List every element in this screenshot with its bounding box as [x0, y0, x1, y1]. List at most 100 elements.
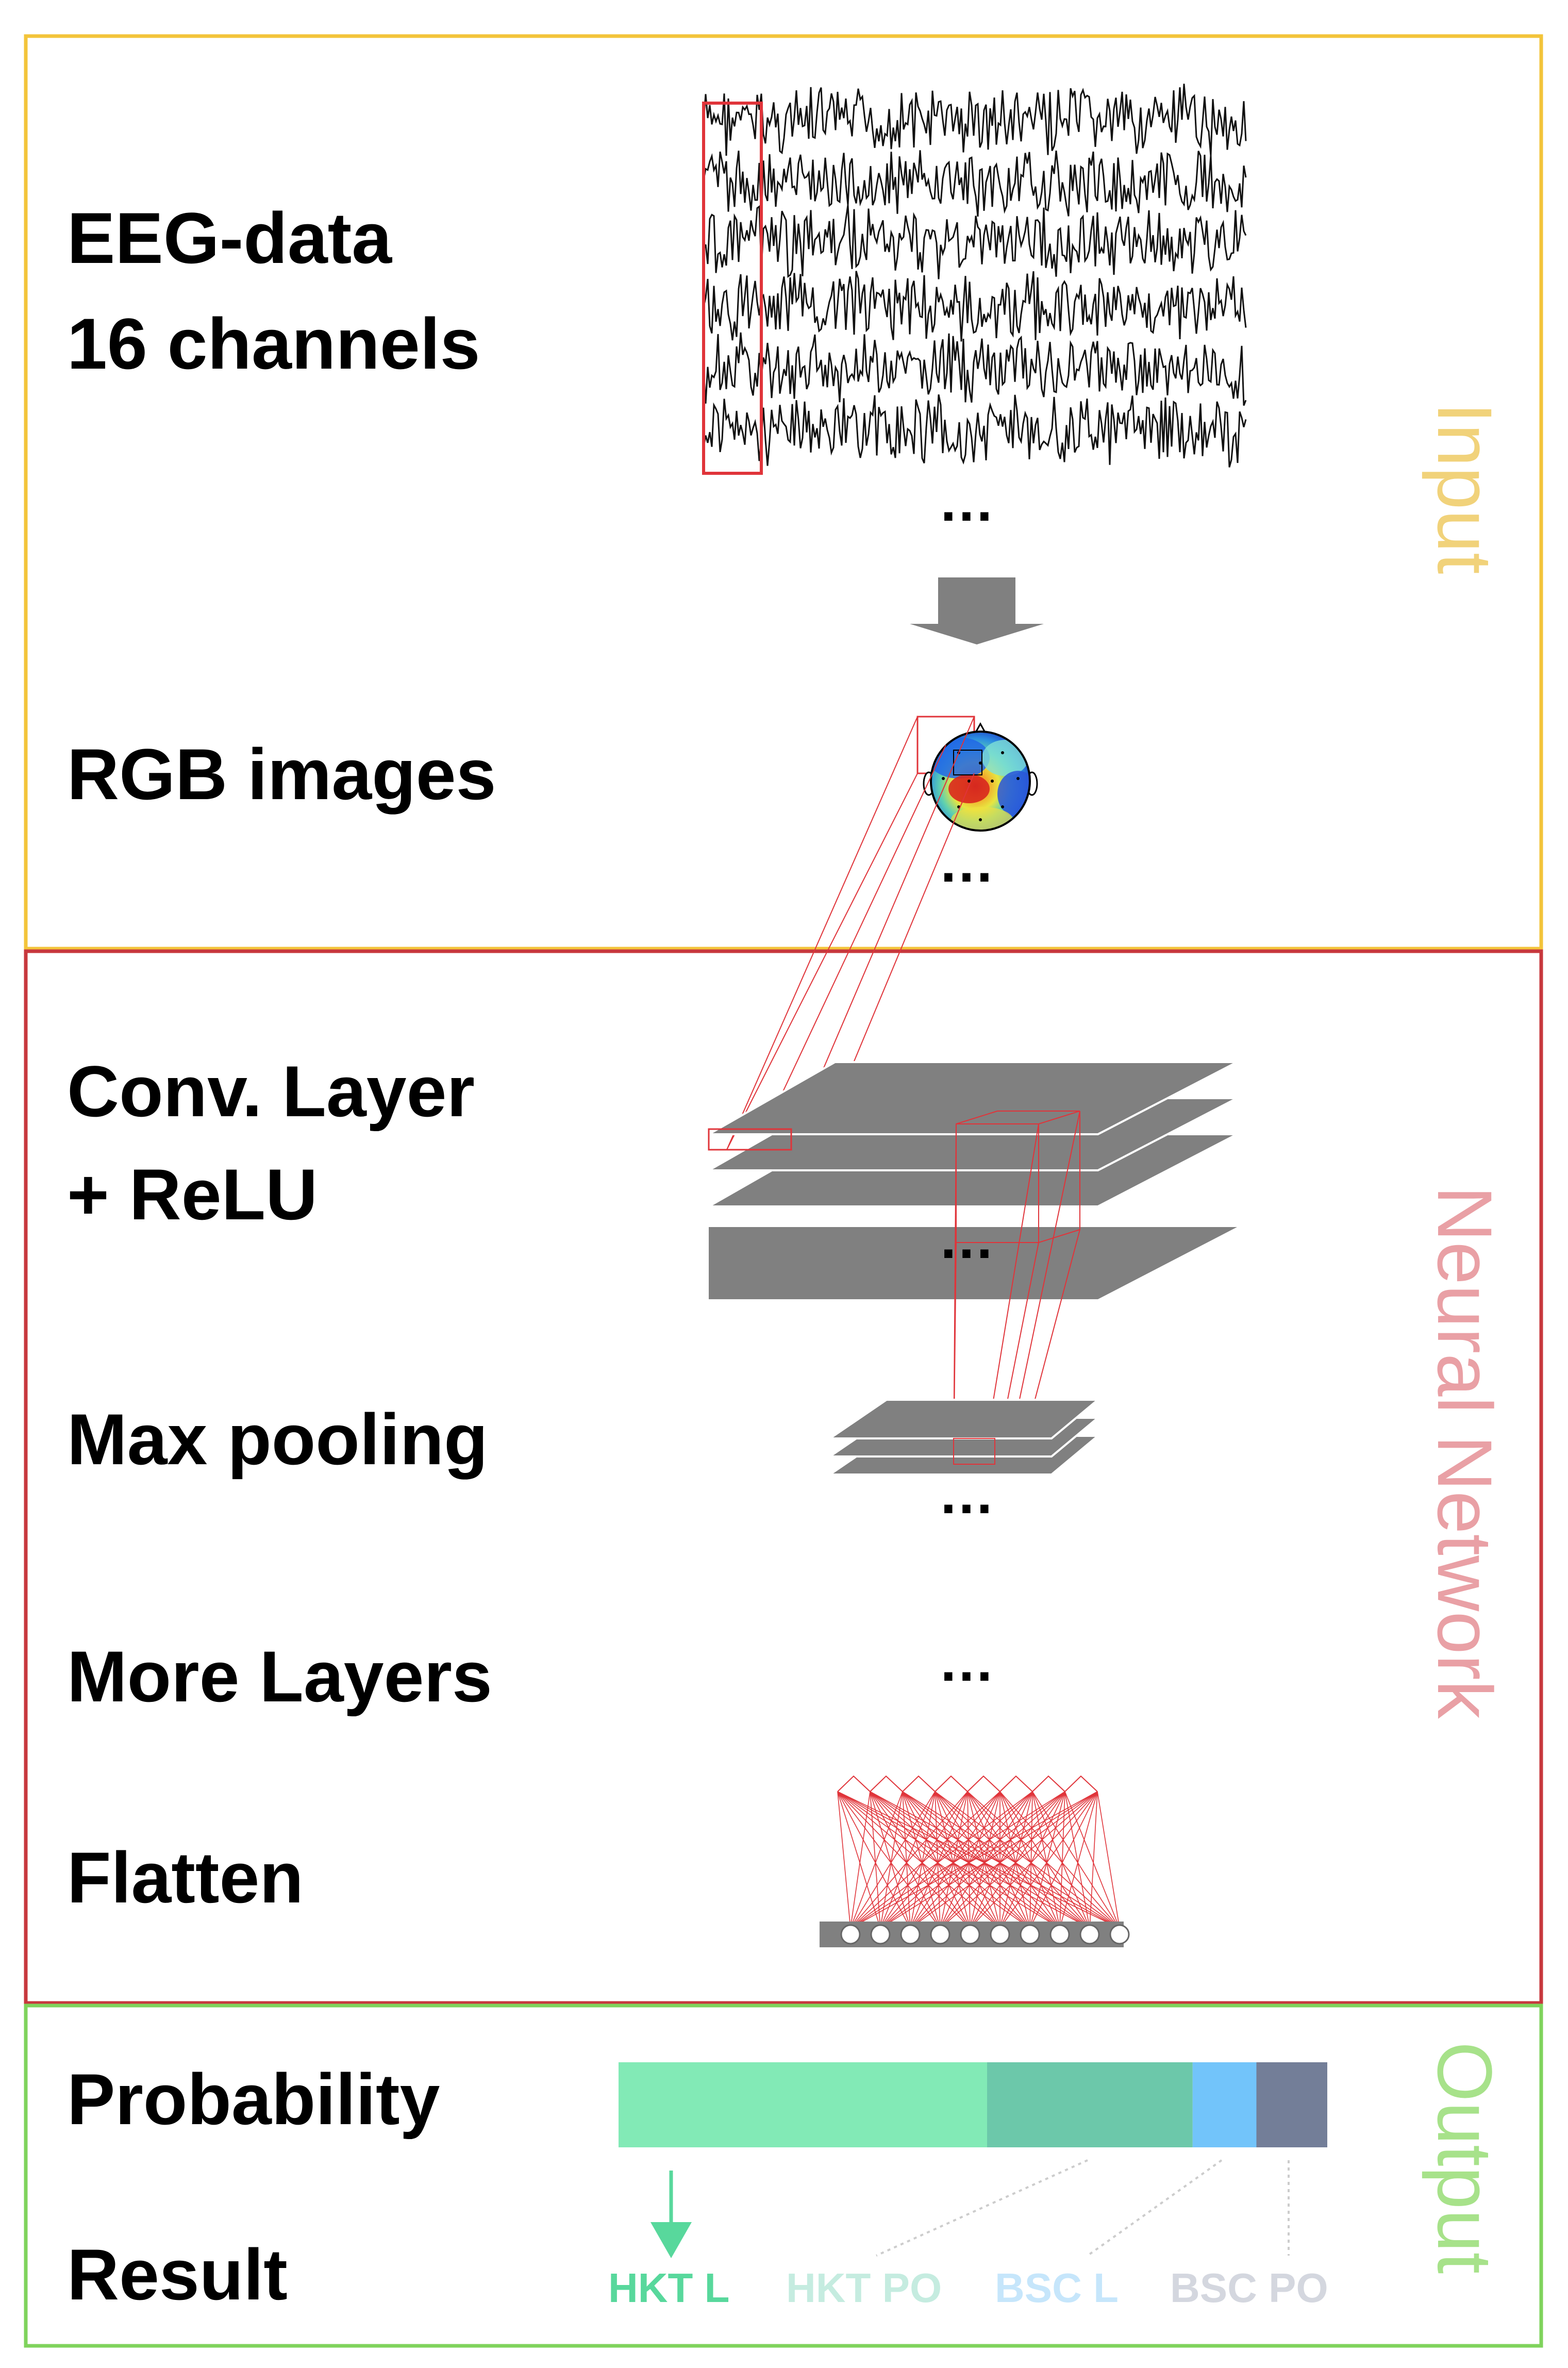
label-flatten: Flatten: [67, 1837, 304, 1918]
fc-connection: [870, 1791, 941, 1929]
fc-connection: [850, 1791, 1098, 1929]
fc-connection: [967, 1791, 1030, 1929]
flatten-node: [1020, 1924, 1040, 1945]
fc-connection: [940, 1791, 968, 1929]
input-section-frame: [24, 34, 1543, 951]
fc-connection: [910, 1791, 936, 1929]
fc-connection: [910, 1791, 968, 1929]
fc-connection: [970, 1791, 1033, 1929]
eeg-channel-trace: [703, 84, 1247, 156]
probability-segment-hkt-l: [619, 2062, 987, 2147]
fc-connection: [1064, 1791, 1120, 1929]
fc-connection: [935, 1791, 1060, 1929]
fc-connection: [999, 1791, 1098, 1929]
fc-connection: [880, 1791, 1098, 1929]
fc-connection: [837, 1791, 1000, 1929]
fc-connection: [970, 1791, 1065, 1929]
pooling-feature-map: [826, 1399, 1101, 1439]
fc-connection: [940, 1791, 1098, 1929]
fc-connection: [1029, 1791, 1065, 1929]
label-max-pooling: Max pooling: [67, 1399, 488, 1480]
fc-connection: [1032, 1791, 1120, 1929]
conv-feature-maps: [705, 1061, 1238, 1299]
fc-connection: [935, 1791, 1000, 1929]
fc-connection: [1059, 1791, 1065, 1929]
fc-connection: [967, 1791, 1120, 1929]
fc-connection: [837, 1791, 941, 1929]
fc-connection: [902, 1791, 1030, 1929]
flatten-node: [1049, 1924, 1070, 1945]
ellipsis-conv: …: [938, 1207, 995, 1270]
fc-connection: [902, 1791, 941, 1929]
fc-connection: [850, 1791, 903, 1929]
conv-feature-map: [709, 1227, 1237, 1299]
class-label-hkt-po: HKT PO: [786, 2265, 942, 2311]
fc-connection: [880, 1791, 1065, 1929]
fc-connection: [935, 1791, 941, 1929]
label-more-layers: More Layers: [67, 1636, 492, 1717]
eeg-channel-trace: [703, 150, 1247, 220]
pooling-window: [953, 1438, 995, 1465]
fc-connection: [910, 1791, 1065, 1929]
flatten-node: [870, 1924, 891, 1945]
fc-connection: [999, 1791, 1120, 1929]
fc-connection: [910, 1791, 1000, 1929]
fc-connection: [850, 1791, 968, 1929]
fc-connection: [837, 1791, 851, 1929]
eeg-channel-trace: [703, 271, 1247, 342]
fc-top-chevron: [1064, 1775, 1098, 1792]
fc-connection: [870, 1791, 1000, 1929]
flatten-node: [960, 1924, 980, 1945]
section-label-input: Input: [1422, 402, 1508, 574]
fc-connection: [999, 1791, 1060, 1929]
fc-connection: [870, 1791, 881, 1929]
ellipsis-eeg: …: [938, 470, 995, 533]
result-arrow-icon: [650, 2171, 692, 2258]
class-label-bsc-po: BSC PO: [1170, 2265, 1328, 2311]
fc-connection: [837, 1791, 1120, 1929]
fc-connection: [837, 1791, 971, 1929]
flatten-node: [1079, 1924, 1100, 1945]
down-arrow-icon: [910, 577, 1044, 644]
fc-top-chevron: [870, 1775, 903, 1792]
fc-connection: [880, 1791, 1000, 1929]
label-conv-layer: Conv. Layer: [67, 1051, 475, 1132]
probability-bar: [619, 2062, 1327, 2147]
class-labels: HKT L HKT PO BSC L BSC PO: [608, 2265, 1328, 2311]
probability-segment-hkt-po: [987, 2062, 1193, 2147]
fc-connection: [967, 1791, 1090, 1929]
fc-connection: [902, 1791, 1090, 1929]
flatten-node: [900, 1924, 921, 1945]
label-eeg-data: EEG-data: [67, 197, 392, 278]
fc-connection: [850, 1791, 871, 1929]
conv-feature-map: [705, 1061, 1238, 1135]
fc-connection: [999, 1791, 1030, 1929]
result-connector-lines: [876, 2159, 1290, 2257]
section-label-output: Output: [1422, 2042, 1508, 2274]
fc-connection: [910, 1791, 1098, 1929]
ellipsis-more-layers: …: [938, 1630, 995, 1693]
fc-connection: [850, 1791, 1000, 1929]
fc-top-chevron: [837, 1775, 871, 1792]
fc-connection: [837, 1791, 1090, 1929]
fc-top-chevron: [935, 1775, 968, 1792]
flatten-node: [990, 1924, 1010, 1945]
fc-connection: [902, 1791, 1060, 1929]
fc-connection: [880, 1791, 936, 1929]
label-probability: Probability: [67, 2059, 440, 2140]
fc-connection: [902, 1791, 971, 1929]
label-relu: + ReLU: [67, 1154, 318, 1235]
flatten-node: [1109, 1924, 1130, 1945]
fc-connection: [1059, 1791, 1098, 1929]
fc-connection: [967, 1791, 1060, 1929]
fc-connection: [1032, 1791, 1090, 1929]
fc-connection: [910, 1791, 1033, 1929]
fc-connection: [935, 1791, 1030, 1929]
fc-connection: [870, 1791, 1120, 1929]
fc-connection: [940, 1791, 1000, 1929]
fc-connection: [870, 1791, 1060, 1929]
fc-connection: [837, 1791, 911, 1929]
ellipsis-rgb: …: [938, 831, 995, 894]
fc-connection: [880, 1791, 1033, 1929]
